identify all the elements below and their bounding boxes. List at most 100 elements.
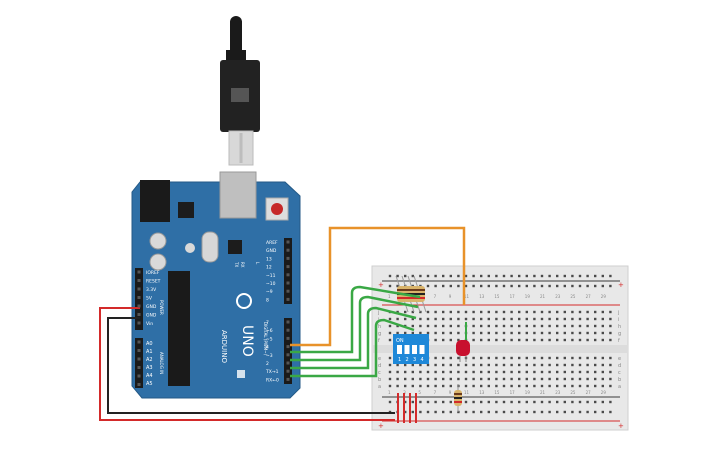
breadboard-hole[interactable]	[426, 400, 430, 404]
breadboard-hole[interactable]	[480, 324, 483, 328]
breadboard-hole[interactable]	[487, 377, 490, 381]
breadboard-hole[interactable]	[457, 363, 460, 367]
dip-toggle[interactable]	[404, 345, 410, 354]
header-pin[interactable]	[137, 349, 141, 352]
breadboard-hole[interactable]	[578, 356, 582, 360]
breadboard-hole[interactable]	[487, 338, 490, 342]
breadboard-hole[interactable]	[411, 274, 414, 278]
arduino-board[interactable]: ARDUINO UNO TX RX L IOREFRESET3.3V5VGNDG…	[131, 171, 301, 399]
breadboard-hole[interactable]	[525, 310, 528, 314]
header-pin[interactable]	[137, 270, 141, 274]
breadboard-hole[interactable]	[540, 338, 544, 342]
breadboard-hole[interactable]	[563, 410, 566, 414]
breadboard-hole[interactable]	[495, 400, 498, 404]
breadboard-hole[interactable]	[487, 284, 490, 288]
breadboard-hole[interactable]	[586, 274, 589, 278]
breadboard-hole[interactable]	[556, 363, 559, 367]
breadboard-hole[interactable]	[457, 324, 460, 328]
breadboard-hole[interactable]	[434, 284, 437, 288]
breadboard-hole[interactable]	[518, 324, 521, 328]
breadboard-hole[interactable]	[548, 338, 551, 342]
breadboard-hole[interactable]	[480, 317, 483, 321]
breadboard-hole[interactable]	[434, 324, 437, 328]
breadboard-hole[interactable]	[563, 310, 566, 314]
breadboard-hole[interactable]	[586, 324, 589, 328]
breadboard-hole[interactable]	[578, 400, 582, 404]
breadboard-hole[interactable]	[578, 284, 582, 288]
breadboard-hole[interactable]	[495, 356, 498, 360]
breadboard-hole[interactable]	[525, 370, 528, 374]
breadboard-hole[interactable]	[396, 310, 399, 314]
breadboard-hole[interactable]	[601, 377, 604, 381]
breadboard-hole[interactable]	[464, 384, 468, 388]
breadboard-hole[interactable]	[434, 317, 437, 321]
breadboard-hole[interactable]	[548, 410, 551, 414]
breadboard-hole[interactable]	[457, 317, 460, 321]
breadboard-hole[interactable]	[434, 384, 437, 388]
breadboard-hole[interactable]	[556, 317, 559, 321]
breadboard-hole[interactable]	[594, 284, 597, 288]
breadboard-hole[interactable]	[525, 384, 528, 388]
breadboard-hole[interactable]	[563, 317, 566, 321]
breadboard-hole[interactable]	[388, 317, 392, 321]
breadboard-hole[interactable]	[434, 400, 437, 404]
breadboard-hole[interactable]	[434, 331, 437, 335]
breadboard-hole[interactable]	[487, 363, 490, 367]
breadboard-hole[interactable]	[548, 317, 551, 321]
breadboard-hole[interactable]	[594, 310, 597, 314]
breadboard-hole[interactable]	[419, 377, 422, 381]
header-pin[interactable]	[137, 287, 141, 291]
breadboard-hole[interactable]	[442, 356, 445, 360]
breadboard-hole[interactable]	[578, 331, 582, 335]
breadboard-hole[interactable]	[556, 310, 559, 314]
breadboard-hole[interactable]	[586, 377, 589, 381]
breadboard-hole[interactable]	[556, 400, 559, 404]
breadboard-hole[interactable]	[495, 377, 498, 381]
breadboard-hole[interactable]	[578, 317, 582, 321]
power-wire-red[interactable]	[99, 307, 395, 421]
header-pin[interactable]	[137, 321, 141, 325]
breadboard-hole[interactable]	[449, 324, 452, 328]
header-pin[interactable]	[286, 345, 290, 349]
breadboard-hole[interactable]	[556, 356, 559, 360]
breadboard-hole[interactable]	[434, 410, 437, 414]
ground-wire-black[interactable]	[107, 317, 395, 414]
breadboard-hole[interactable]	[548, 274, 551, 278]
breadboard-hole[interactable]	[442, 338, 445, 342]
breadboard-hole[interactable]	[518, 331, 521, 335]
breadboard-hole[interactable]	[464, 284, 468, 288]
breadboard-hole[interactable]	[594, 331, 597, 335]
breadboard-hole[interactable]	[388, 338, 392, 342]
header-pin[interactable]	[286, 256, 290, 260]
breadboard-hole[interactable]	[563, 384, 566, 388]
breadboard-hole[interactable]	[540, 400, 544, 404]
breadboard-hole[interactable]	[518, 400, 521, 404]
breadboard-hole[interactable]	[442, 310, 445, 314]
breadboard-hole[interactable]	[449, 274, 452, 278]
breadboard-hole[interactable]	[495, 284, 498, 288]
breadboard-hole[interactable]	[586, 363, 589, 367]
breadboard-hole[interactable]	[586, 384, 589, 388]
breadboard-hole[interactable]	[594, 356, 597, 360]
breadboard-hole[interactable]	[533, 363, 536, 367]
breadboard-hole[interactable]	[510, 377, 513, 381]
breadboard-hole[interactable]	[525, 284, 528, 288]
breadboard-hole[interactable]	[411, 377, 414, 381]
breadboard-hole[interactable]	[571, 331, 574, 335]
breadboard-hole[interactable]	[609, 363, 612, 367]
breadboard-hole[interactable]	[578, 410, 582, 414]
breadboard-hole[interactable]	[510, 331, 513, 335]
breadboard-hole[interactable]	[442, 400, 445, 404]
breadboard-hole[interactable]	[495, 370, 498, 374]
breadboard-hole[interactable]	[404, 384, 407, 388]
breadboard-hole[interactable]	[419, 324, 422, 328]
breadboard-hole[interactable]	[510, 324, 513, 328]
breadboard-hole[interactable]	[396, 384, 399, 388]
breadboard-hole[interactable]	[586, 410, 589, 414]
breadboard-hole[interactable]	[502, 338, 506, 342]
breadboard-hole[interactable]	[594, 324, 597, 328]
breadboard-hole[interactable]	[419, 363, 422, 367]
breadboard-hole[interactable]	[426, 324, 430, 328]
breadboard-hole[interactable]	[586, 284, 589, 288]
